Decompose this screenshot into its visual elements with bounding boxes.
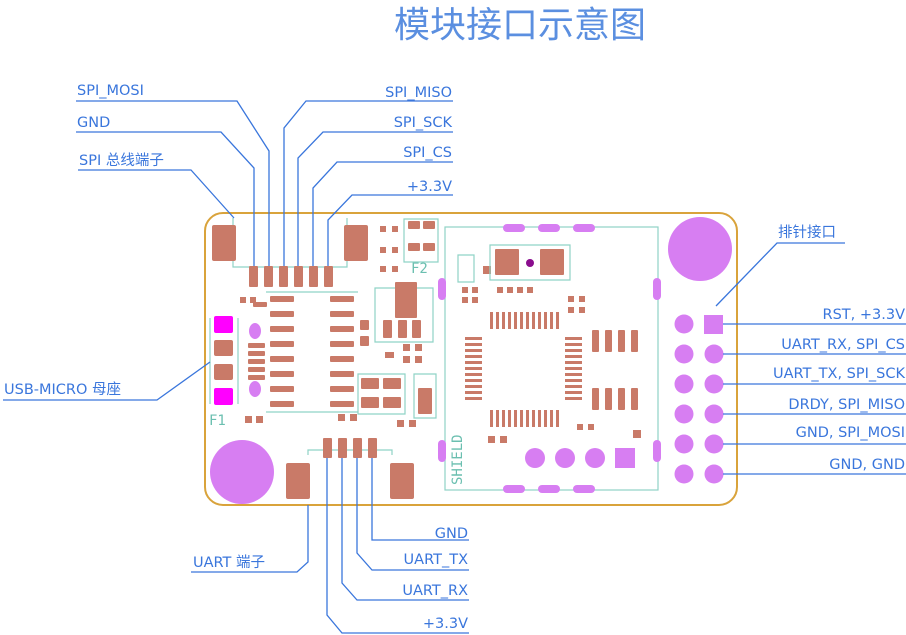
label-pin-6: GND, GND: [829, 457, 905, 473]
label-spi-bus: SPI 总线端子: [79, 152, 164, 169]
leader-gnd-bottom: [371, 458, 469, 541]
label-pin-5: GND, SPI_MOSI: [796, 425, 905, 441]
label-pin-1: RST, +3.3V: [823, 307, 906, 323]
leader-uart-rx: [341, 458, 469, 601]
mounting-hole-top-right: [668, 217, 732, 281]
label-pin-4: DRDY, SPI_MISO: [788, 397, 905, 413]
leader-3v3-bottom: [326, 458, 469, 634]
label-3v3-bottom: +3.3V: [423, 616, 468, 632]
label-3v3-top: +3.3V: [407, 179, 452, 195]
label-spi-cs: SPI_CS: [403, 145, 452, 161]
component-dot: [526, 259, 534, 267]
leader-3v3-top: [327, 194, 453, 266]
label-spi-sck: SPI_SCK: [394, 115, 453, 131]
label-uart-tx: UART_TX: [404, 552, 469, 568]
spi-connector: [212, 218, 368, 287]
label-spi-miso: SPI_MISO: [385, 85, 452, 101]
leader-header: [715, 242, 845, 307]
label-usb: USB-MICRO 母座: [4, 381, 121, 398]
passive-components-left: [240, 291, 358, 423]
led-top: [214, 316, 233, 333]
label-uart-rx: UART_RX: [402, 583, 468, 599]
rf-shield-module: [438, 224, 661, 493]
leader-spi-bus: [78, 169, 235, 219]
leader-spi-cs: [312, 161, 453, 266]
leader-uart-tx: [356, 458, 469, 571]
uart-connector: [286, 438, 414, 499]
silk-f2: F2: [411, 261, 428, 277]
leader-spi-sck: [297, 131, 453, 266]
usb-micro-connector: [209, 316, 265, 405]
silk-f1: F1: [209, 413, 226, 429]
pcb-board: [204, 212, 738, 506]
label-gnd-bottom: GND: [435, 526, 468, 542]
middle-components: [338, 218, 439, 427]
mcu-chip: [465, 312, 582, 427]
diagram-title: 模块接口示意图: [394, 5, 646, 46]
pin-header: [674, 314, 724, 484]
silk-shield: SHIELD: [450, 434, 466, 485]
leader-spi-mosi: [76, 100, 270, 266]
label-spi-mosi: SPI_MOSI: [77, 83, 144, 99]
leader-uart-port: [191, 505, 309, 573]
label-uart-port: UART 端子: [193, 554, 265, 571]
led-bottom: [214, 388, 233, 405]
mounting-hole-bottom-left: [210, 440, 274, 504]
label-pin-2: UART_RX, SPI_CS: [781, 337, 905, 353]
label-header: 排针接口: [778, 224, 836, 241]
leader-spi-miso: [283, 100, 453, 266]
leader-gnd-top: [76, 131, 255, 266]
leader-usb: [3, 361, 211, 401]
label-gnd-top: GND: [77, 115, 110, 131]
label-pin-3: UART_TX, SPI_SCK: [773, 366, 905, 382]
